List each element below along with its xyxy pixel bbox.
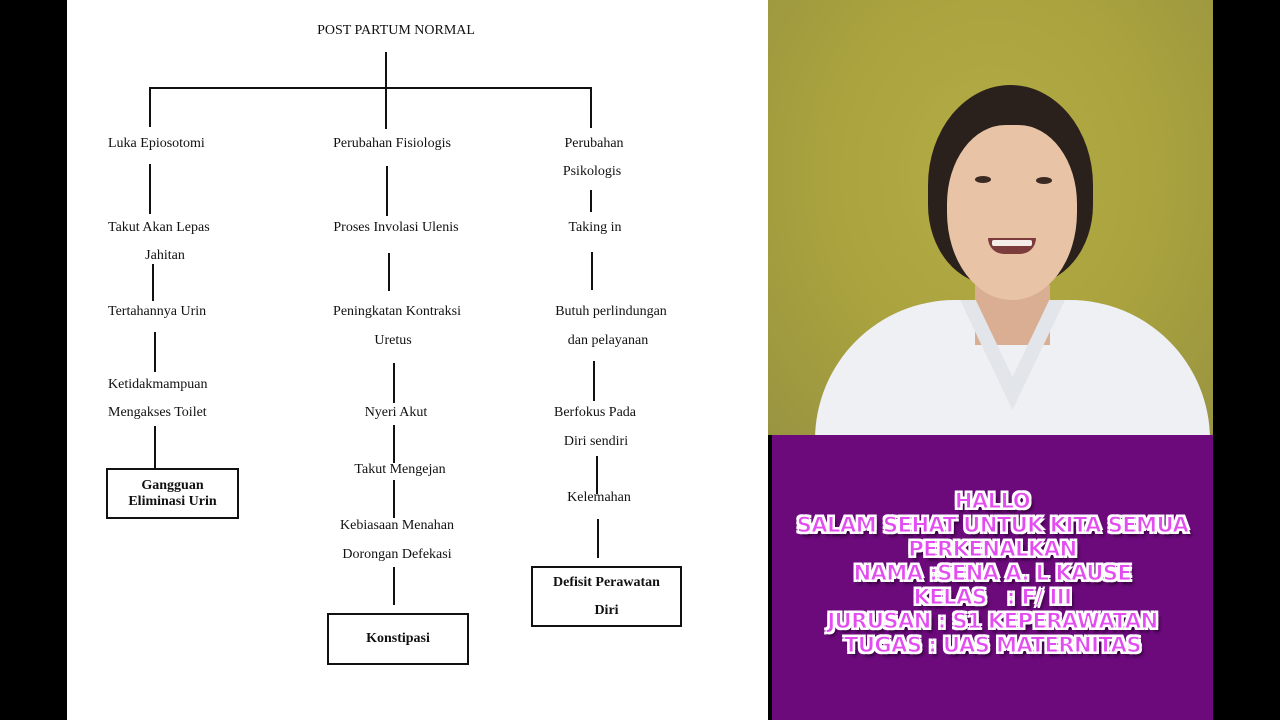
diagnosis-box-defisit-perawatan-diri: Defisit Perawatan Diri: [531, 566, 682, 627]
connector-line: [388, 253, 390, 291]
banner-class: Kelas : F/ III: [913, 585, 1072, 610]
diagnosis-label: Diri: [594, 602, 619, 618]
connector-line: [591, 252, 593, 290]
connector-line: [149, 164, 151, 214]
connector-line: [149, 87, 151, 127]
connector-line: [590, 190, 592, 212]
connector-line: [393, 363, 395, 403]
connector-line: [593, 361, 595, 401]
diagnosis-label: Defisit Perawatan: [553, 574, 660, 590]
node-luka-epiosotomi: Luka Epiosotomi: [108, 136, 205, 151]
connector-line: [386, 166, 388, 216]
connector-line: [149, 87, 592, 89]
presenter-teeth: [992, 240, 1032, 246]
introduction-banner: Hallo Salam Sehat Untuk Kita Semua Perke…: [772, 435, 1213, 720]
connector-line: [154, 426, 156, 468]
banner-greeting: Hallo: [954, 489, 1031, 514]
connector-line: [154, 332, 156, 372]
diagnosis-label: Gangguan: [141, 477, 204, 493]
node-butuh-perlindungan: Butuh perlindungan: [555, 304, 667, 319]
node-berfokus-pada: Berfokus Pada: [553, 405, 637, 420]
connector-line: [152, 264, 154, 301]
connector-line: [393, 480, 395, 518]
presenter-eye-right: [1036, 177, 1052, 184]
node-diri-sendiri: Diri sendiri: [563, 434, 629, 449]
connector-line: [597, 519, 599, 558]
node-perubahan-fisiologis: Perubahan Fisiologis: [333, 136, 451, 151]
node-nyeri-akut: Nyeri Akut: [364, 405, 428, 420]
node-proses-involasi-ulenis: Proses Involasi Ulenis: [333, 220, 459, 235]
node-kelemahan: Kelemahan: [567, 490, 631, 505]
node-psikologis: Psikologis: [562, 164, 622, 179]
banner-assignment: Tugas : UAS Maternitas: [844, 633, 1142, 658]
banner-salutation: Salam Sehat Untuk Kita Semua: [796, 513, 1189, 538]
presenter-face: [947, 125, 1077, 300]
connector-line: [393, 567, 395, 605]
node-dan-pelayanan: dan pelayanan: [567, 333, 649, 348]
diagnosis-box-konstipasi: Konstipasi: [327, 613, 469, 665]
diagnosis-label: Konstipasi: [366, 631, 430, 646]
node-ketidakmampuan: Ketidakmampuan: [108, 377, 208, 392]
node-peningkatan-kontraksi: Peningkatan Kontraksi: [333, 304, 461, 319]
node-taking-in: Taking in: [568, 220, 622, 235]
diagram-title: POST PARTUM NORMAL: [317, 23, 475, 38]
banner-intro: Perkenalkan: [908, 537, 1078, 562]
node-mengakses-toilet: Mengakses Toilet: [108, 405, 207, 420]
node-takut-akan-lepas: Takut Akan Lepas: [108, 220, 210, 235]
node-takut-mengejan: Takut Mengejan: [354, 462, 446, 477]
node-tertahannya-urin: Tertahannya Urin: [108, 304, 207, 319]
node-dorongan-defekasi: Dorongan Defekasi: [342, 547, 452, 562]
connector-line: [590, 87, 592, 128]
node-perubahan: Perubahan: [564, 136, 624, 151]
node-uretus: Uretus: [374, 333, 412, 348]
presenter-eye-left: [975, 176, 991, 183]
banner-name: Nama :Sena A. L Kause: [853, 561, 1132, 586]
node-kebiasaan-menahan: Kebiasaan Menahan: [340, 518, 454, 533]
connector-line: [385, 52, 387, 129]
connector-line: [596, 456, 598, 494]
diagnosis-box-gangguan-eliminasi-urin: Gangguan Eliminasi Urin: [106, 468, 239, 519]
diagnosis-label: Eliminasi Urin: [128, 493, 217, 509]
banner-major: Jurusan : S1 Keperawatan: [827, 609, 1159, 634]
node-jahitan: Jahitan: [145, 248, 185, 263]
connector-line: [393, 425, 395, 463]
